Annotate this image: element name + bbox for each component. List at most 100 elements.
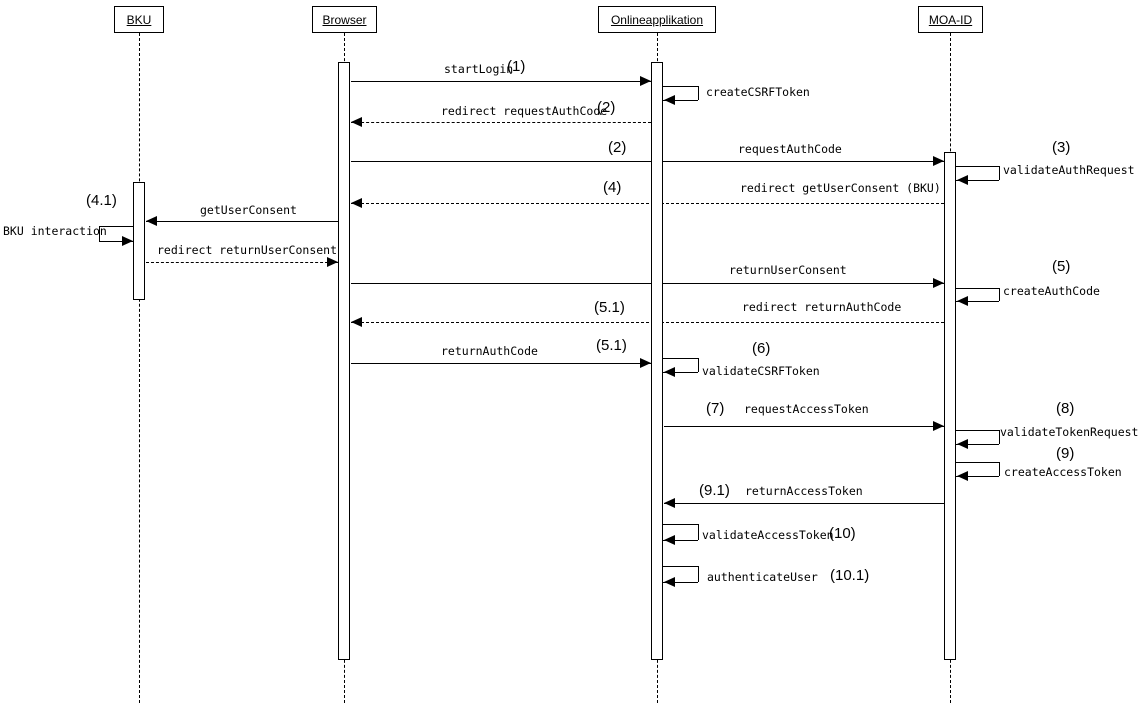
- message-validatetokenrequest-line-top: [956, 430, 999, 431]
- message-requestauthcode-arrowhead: [933, 156, 944, 166]
- message-validateauthrequest-number: (3): [1052, 139, 1071, 156]
- message-validatetokenrequest-number: (8): [1056, 400, 1075, 417]
- participant-label-moa-id: MOA-ID: [928, 12, 973, 27]
- message-redirect-requestauthcode-label: redirect requestAuthCode: [441, 104, 608, 118]
- message-createauthcode-line-bottom: [956, 301, 999, 302]
- message-createauthcode-line-top: [956, 288, 999, 289]
- message-requestauthcode-number: (2): [608, 139, 627, 156]
- message-startlogin-number: (1): [507, 58, 526, 75]
- message-createaccesstoken-line-side: [999, 462, 1000, 476]
- message-authenticateuser-arrowhead: [664, 577, 675, 587]
- message-validatecsrftoken-line-top: [663, 358, 698, 359]
- message-returnauthcode-arrowhead: [640, 358, 651, 368]
- participant-box-bku: BKU: [114, 6, 164, 33]
- message-requestaccesstoken-number: (7): [706, 400, 725, 417]
- message-validatecsrftoken-arrowhead: [664, 367, 675, 377]
- message-createaccesstoken-number: (9): [1056, 445, 1075, 462]
- participant-label-onlineapplikation: Onlineapplikation: [610, 12, 704, 27]
- message-returnaccesstoken-number: (9.1): [699, 482, 730, 499]
- message-redirect-returnuserconsent-label: redirect returnUserConsent: [157, 243, 338, 257]
- message-getuserconsent-arrowhead: [146, 216, 157, 226]
- message-validateauthrequest-label: validateAuthRequest: [1003, 163, 1135, 177]
- message-validatetokenrequest-label: validateTokenRequest: [1000, 425, 1138, 439]
- participant-label-bku: BKU: [126, 12, 152, 27]
- message-createcsrftoken-arrowhead: [664, 95, 675, 105]
- message-bku-interaction-line-side: [99, 226, 100, 241]
- message-returnuserconsent-label: returnUserConsent: [729, 263, 847, 277]
- message-validateauthrequest-line-top: [956, 166, 999, 167]
- message-validateaccesstoken-number: (10): [829, 525, 856, 542]
- message-requestaccesstoken-label: requestAccessToken: [744, 402, 869, 416]
- message-returnauthcode-line: [351, 363, 651, 364]
- participant-box-moa-id: MOA-ID: [918, 6, 983, 33]
- message-returnuserconsent-arrowhead: [933, 278, 944, 288]
- activation-browser: [338, 62, 350, 660]
- message-validatetokenrequest-line-bottom: [956, 444, 999, 445]
- message-redirect-getuserconsent-label: redirect getUserConsent (BKU): [740, 181, 941, 195]
- message-createaccesstoken-label: createAccessToken: [1004, 465, 1122, 479]
- message-startlogin-arrowhead: [640, 76, 651, 86]
- message-validateaccesstoken-arrowhead: [664, 535, 675, 545]
- message-validateaccesstoken-label: validateAccessToken: [702, 528, 834, 542]
- message-redirect-returnuserconsent-arrowhead: [327, 257, 338, 267]
- message-validatetokenrequest-arrowhead: [957, 439, 968, 449]
- message-requestaccesstoken-line: [664, 426, 944, 427]
- message-validatecsrftoken-number: (6): [752, 340, 771, 357]
- message-createcsrftoken-line-top: [663, 86, 698, 87]
- message-requestauthcode-label: requestAuthCode: [738, 142, 842, 156]
- message-validateauthrequest-line-bottom: [956, 180, 999, 181]
- message-createaccesstoken-line-top: [956, 462, 999, 463]
- message-redirect-getuserconsent-arrowhead: [351, 198, 362, 208]
- message-bku-interaction-label: BKU interaction: [3, 224, 107, 238]
- message-returnauthcode-number: (5.1): [596, 337, 627, 354]
- message-validatecsrftoken-label: validateCSRFToken: [702, 364, 820, 378]
- message-createcsrftoken-label: createCSRFToken: [706, 85, 810, 99]
- message-authenticateuser-line-bottom: [663, 582, 698, 583]
- message-returnaccesstoken-label: returnAccessToken: [745, 484, 863, 498]
- lifeline-bku: [139, 33, 140, 703]
- message-createauthcode-line-side: [999, 288, 1000, 301]
- message-validateauthrequest-arrowhead: [957, 175, 968, 185]
- message-validateaccesstoken-line-bottom: [663, 540, 698, 541]
- message-redirect-requestauthcode-arrowhead: [351, 117, 362, 127]
- message-returnaccesstoken-line: [664, 503, 944, 504]
- message-validatecsrftoken-line-side: [698, 358, 699, 372]
- message-createaccesstoken-arrowhead: [957, 471, 968, 481]
- activation-onlineapplikation: [651, 62, 663, 660]
- message-redirect-getuserconsent-number: (4): [603, 179, 622, 196]
- participant-box-browser: Browser: [312, 6, 377, 33]
- message-validatetokenrequest-line-side: [999, 430, 1000, 444]
- activation-bku: [133, 182, 145, 300]
- message-returnuserconsent-line: [351, 283, 944, 284]
- message-requestauthcode-line: [351, 161, 944, 162]
- message-authenticateuser-number: (10.1): [830, 567, 870, 584]
- participant-label-browser: Browser: [322, 12, 367, 27]
- message-createauthcode-label: createAuthCode: [1003, 284, 1100, 298]
- message-redirect-returnauthcode-arrowhead: [351, 317, 362, 327]
- message-validatecsrftoken-line-bottom: [663, 372, 698, 373]
- message-createauthcode-arrowhead: [957, 296, 968, 306]
- message-returnuserconsent-number: (5): [1052, 258, 1071, 275]
- message-validateaccesstoken-line-top: [663, 524, 698, 525]
- message-startlogin-line: [351, 81, 651, 82]
- message-getuserconsent-label: getUserConsent: [200, 203, 297, 217]
- message-authenticateuser-line-top: [663, 566, 698, 567]
- message-getuserconsent-line: [146, 221, 338, 222]
- message-redirect-getuserconsent-line: [351, 203, 944, 204]
- message-bku-interaction-line-bottom: [99, 241, 133, 242]
- message-createcsrftoken-line-bottom: [663, 100, 698, 101]
- message-redirect-returnauthcode-number: (5.1): [594, 299, 625, 316]
- message-returnauthcode-label: returnAuthCode: [441, 344, 538, 358]
- message-getuserconsent-number: (4.1): [86, 192, 117, 209]
- message-requestaccesstoken-arrowhead: [933, 421, 944, 431]
- message-createcsrftoken-line-side: [698, 86, 699, 100]
- message-returnaccesstoken-arrowhead: [664, 498, 675, 508]
- message-redirect-requestauthcode-line: [351, 122, 651, 123]
- activation-moa-id: [944, 152, 956, 660]
- message-redirect-requestauthcode-number: (2): [597, 99, 616, 116]
- message-startlogin-label: startLogin: [444, 62, 514, 76]
- participant-box-onlineapplikation: Onlineapplikation: [598, 6, 716, 33]
- message-authenticateuser-line-side: [698, 566, 699, 582]
- message-validateaccesstoken-line-side: [698, 524, 699, 540]
